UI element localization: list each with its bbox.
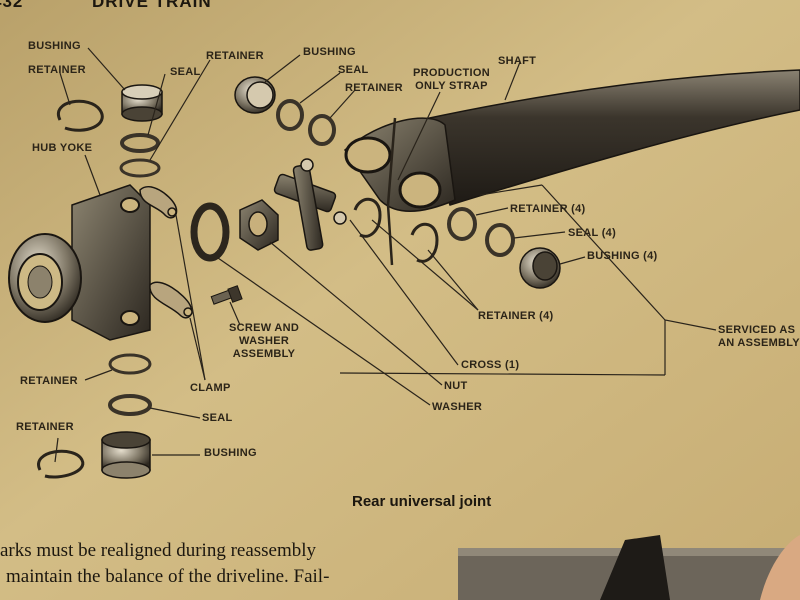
retainer-clip-right-1 <box>353 197 382 238</box>
label-retainer-top-mid: RETAINER <box>206 50 264 62</box>
label-clamp: CLAMP <box>190 382 231 394</box>
clamp-lower <box>149 281 193 319</box>
section-title: DRIVE TRAIN <box>92 0 212 11</box>
seal-ring-right <box>485 223 515 257</box>
label-production-strap: PRODUCTION ONLY STRAP <box>413 67 490 93</box>
label-washer: WASHER <box>432 401 483 413</box>
label-bushing-bottom: BUSHING <box>204 447 257 459</box>
retainer-clip-top-left <box>56 99 104 132</box>
label-retainer-top-left: RETAINER <box>28 64 86 76</box>
body-text-line-2: maintain the balance of the driveline. F… <box>6 566 330 587</box>
label-seal-top-mid: SEAL <box>338 64 369 76</box>
shaft <box>343 69 800 212</box>
retainer-ring-top-left <box>119 158 161 178</box>
label-retainer-lower-left: RETAINER <box>20 375 78 387</box>
seal-ring-bottom <box>108 394 152 416</box>
bushing-right <box>519 247 561 289</box>
label-serviced-line1: SERVICED AS <box>718 324 796 336</box>
label-bushing-top-mid: BUSHING <box>303 46 356 58</box>
label-cross: CROSS (1) <box>461 359 520 371</box>
label-seal-top-left: SEAL <box>170 66 201 78</box>
leader-lines <box>54 47 717 463</box>
label-serviced-assembly: SERVICED AS AN ASSEMBLY <box>718 324 800 350</box>
label-retainer-4-lower: RETAINER (4) <box>478 310 554 322</box>
body-text-line-1: arks must be realigned during reassembly <box>0 540 317 561</box>
nut-part <box>239 199 279 251</box>
cross-part <box>273 158 347 251</box>
screw-and-washer <box>210 285 243 305</box>
label-screw-line1: SCREW AND <box>229 322 300 334</box>
production-strap <box>386 117 397 266</box>
retainer-ring-bottom <box>108 353 152 375</box>
label-serviced-line2: AN ASSEMBLY <box>718 337 800 349</box>
bushing-top-mid <box>234 76 276 114</box>
seal-ring-top-left <box>120 133 160 153</box>
label-screw-line2: WASHER <box>239 335 290 347</box>
retainer-ring-right <box>447 207 477 241</box>
washer-ring <box>190 202 230 262</box>
hub-yoke <box>8 184 151 341</box>
label-production-strap-line2: ONLY STRAP <box>415 80 488 92</box>
page-number: 432 <box>0 0 24 11</box>
label-nut: NUT <box>444 380 468 392</box>
figure-caption: Rear universal joint <box>352 493 492 510</box>
label-shaft: SHAFT <box>498 55 537 67</box>
label-seal-lower: SEAL <box>202 412 233 424</box>
label-seal-4: SEAL (4) <box>568 227 617 239</box>
clamp-upper <box>139 185 178 219</box>
label-retainer-bottom-left: RETAINER <box>16 421 74 433</box>
bushing-top-left <box>121 84 163 122</box>
label-screw-washer-assembly: SCREW AND WASHER ASSEMBLY <box>229 322 299 361</box>
label-bushing-4: BUSHING (4) <box>587 250 658 262</box>
retainer-clip-right-2 <box>410 222 439 263</box>
page-photo <box>458 535 800 600</box>
label-bushing-top-left: BUSHING <box>28 40 81 52</box>
seal-ring-top-mid <box>276 99 304 131</box>
label-retainer-top-right: RETAINER <box>345 82 403 94</box>
label-production-strap-line1: PRODUCTION <box>413 67 490 79</box>
label-hub-yoke: HUB YOKE <box>32 142 93 154</box>
bushing-bottom <box>101 431 151 479</box>
retainer-clip-bottom-left <box>37 449 85 479</box>
label-retainer-4-upper: RETAINER (4) <box>510 203 586 215</box>
label-screw-line3: ASSEMBLY <box>232 348 296 360</box>
retainer-ring-top-mid <box>308 114 336 146</box>
